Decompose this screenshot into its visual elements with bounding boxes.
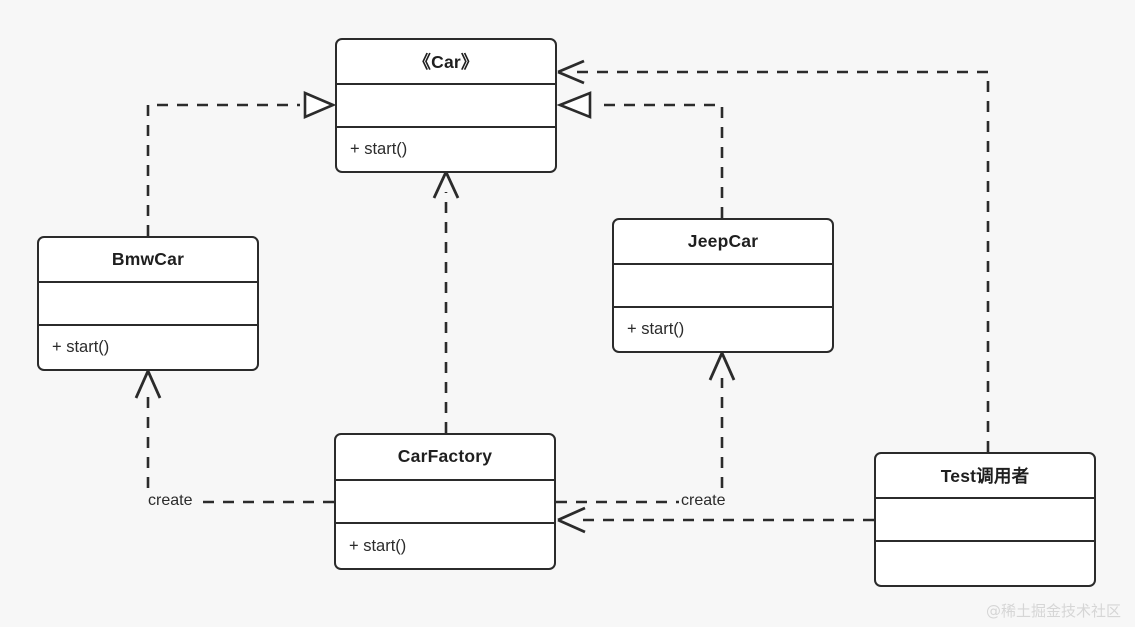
class-operations-car: + start() — [337, 126, 555, 171]
class-box-jeepcar[interactable]: JeepCar + start() — [612, 218, 834, 353]
class-attributes-testcaller — [876, 496, 1094, 541]
class-attributes-car — [337, 82, 555, 127]
class-box-testcaller[interactable]: Test调用者 — [874, 452, 1096, 587]
edge-label-create-jeepcar: create — [679, 492, 728, 510]
class-title-testcaller: Test调用者 — [940, 465, 1030, 486]
edge-jeepcar-realizes-car — [556, 91, 724, 218]
class-box-carfactory[interactable]: CarFactory + start() — [334, 433, 556, 570]
class-attributes-carfactory — [336, 478, 554, 523]
class-title-car: 《Car》 — [413, 51, 479, 72]
class-operations-carfactory: + start() — [336, 522, 554, 568]
edge-testcaller-depends-carfactory — [557, 506, 874, 534]
edge-label-create-bmwcar: create — [146, 492, 195, 510]
edge-carfactory-depends-car — [432, 171, 460, 433]
class-attributes-jeepcar — [614, 262, 832, 307]
class-title-bmwcar: BmwCar — [111, 248, 185, 269]
watermark: @稀土掘金技术社区 — [985, 602, 1121, 620]
class-attributes-bmwcar — [39, 280, 257, 325]
class-operations-bmwcar: + start() — [39, 324, 257, 369]
class-title-carfactory: CarFactory — [397, 446, 493, 467]
class-operations-testcaller — [876, 540, 1094, 585]
edge-bmwcar-realizes-car — [146, 91, 337, 236]
edge-carfactory-creates-jeepcar — [556, 352, 736, 504]
class-box-car[interactable]: 《Car》 + start() — [335, 38, 557, 173]
edge-carfactory-creates-bmwcar — [134, 370, 334, 504]
edge-testcaller-depends-car — [557, 59, 990, 452]
class-box-bmwcar[interactable]: BmwCar + start() — [37, 236, 259, 371]
class-operations-jeepcar: + start() — [614, 306, 832, 351]
class-title-jeepcar: JeepCar — [687, 230, 759, 251]
